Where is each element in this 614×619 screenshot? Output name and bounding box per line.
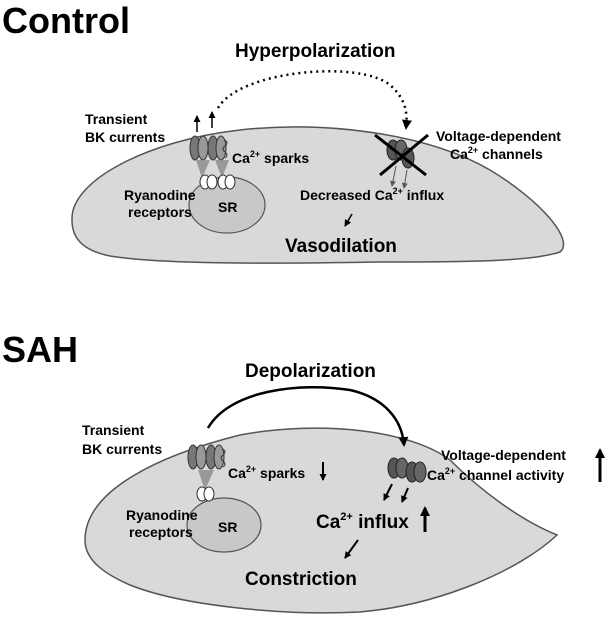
- control-title: Control: [2, 0, 130, 41]
- control-vdcc-block-line-1: [374, 133, 427, 177]
- sah-bk-label-1: Transient: [82, 422, 145, 438]
- sah-panel: SAH SR Depolarization Transient BK curre…: [2, 329, 605, 614]
- sah-bk-label-2: BK currents: [82, 441, 162, 457]
- sah-sparks-label: Ca2+ sparks: [228, 464, 305, 481]
- sah-sr: [186, 497, 262, 553]
- control-bk-label-2: BK currents: [85, 129, 165, 145]
- control-ryr-label-2: receptors: [128, 204, 192, 220]
- sah-influx-arrow-1: [383, 483, 393, 501]
- control-bk-label-1: Transient: [85, 111, 148, 127]
- control-ryr-label-1: Ryanodine: [124, 187, 196, 203]
- sah-ryanodine-receptor-icon: [196, 486, 215, 502]
- control-spark-cone-2: [215, 160, 229, 178]
- control-influx-label: Decreased Ca2+ influx: [300, 186, 444, 203]
- control-influx-thin-arrow-2: [401, 169, 408, 189]
- sah-ryr-label-2: receptors: [129, 524, 193, 540]
- sah-depolarization-arrow: [206, 385, 409, 447]
- control-vdcc-block-line-2: [379, 133, 429, 177]
- control-spark-cone-1: [196, 160, 210, 178]
- control-influx-to-outcome-arrow: [344, 213, 353, 227]
- sah-influx-to-outcome-arrow: [344, 539, 359, 559]
- control-sr-label: SR: [218, 199, 237, 215]
- control-outcome: Vasodilation: [285, 236, 397, 257]
- control-arrow-label: Hyperpolarization: [235, 41, 395, 62]
- sah-title: SAH: [2, 329, 78, 370]
- sah-arrow-label: Depolarization: [245, 361, 376, 382]
- sah-vdcc-label-1: Voltage-dependent: [441, 447, 566, 463]
- control-hyperpolarization-arrow: [216, 70, 412, 130]
- sah-sr-label: SR: [218, 519, 237, 535]
- sah-outcome: Constriction: [245, 569, 357, 590]
- sah-ryr-label-1: Ryanodine: [126, 507, 198, 523]
- control-influx-thin-arrow-1: [390, 165, 397, 187]
- sah-vdcc-icon: [387, 457, 427, 483]
- sah-influx-arrow-2: [401, 487, 409, 503]
- control-vdcc-label-1: Voltage-dependent: [436, 128, 561, 144]
- control-sparks-label: Ca2+ sparks: [232, 149, 309, 166]
- control-vdcc-label-2: Ca2+ channels: [450, 145, 543, 162]
- sah-spark-cone: [198, 470, 214, 490]
- sah-bk-channel-icon: [187, 444, 226, 470]
- control-panel: Control SR Hyperpolarization: [2, 0, 565, 264]
- control-cell: [71, 126, 565, 264]
- sah-influx-label: Ca2+ influx: [316, 511, 409, 533]
- control-ryanodine-receptor-icon: [199, 174, 236, 190]
- sah-vdcc-label-2: Ca2+ channel activity: [427, 466, 564, 483]
